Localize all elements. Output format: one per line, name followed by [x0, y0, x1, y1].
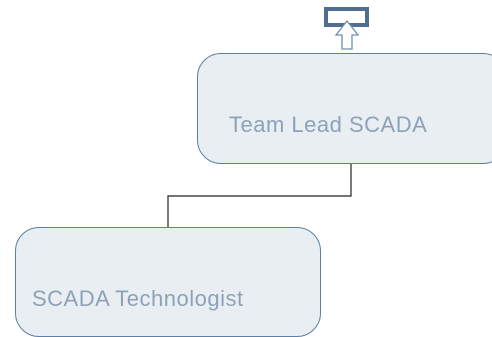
node-label: Team Lead SCADA: [229, 112, 428, 137]
org-chart-connector: [167, 164, 352, 227]
node-scada-technologist[interactable]: SCADA Technologist: [15, 227, 321, 337]
arrow-up-icon: [324, 7, 369, 50]
navigate-up-button[interactable]: [324, 6, 370, 52]
node-label: SCADA Technologist: [32, 286, 244, 311]
node-team-lead-scada[interactable]: Team Lead SCADA: [197, 53, 492, 164]
reporting-line: [167, 164, 352, 227]
